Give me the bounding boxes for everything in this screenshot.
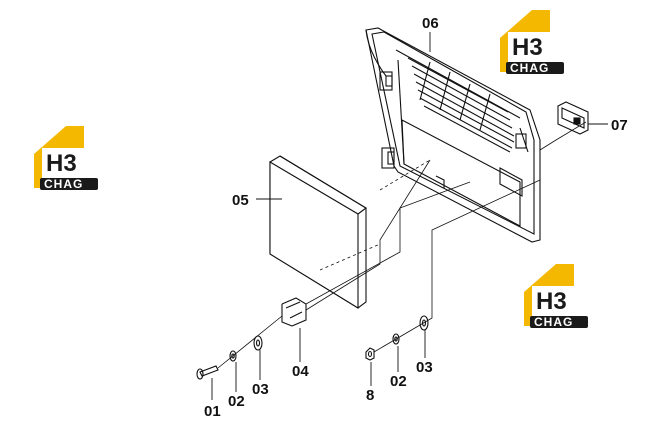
part-03-flat-washer-right [419,315,429,331]
assembly-lines [217,121,587,369]
label-02-right: 02 [390,373,407,390]
part-06-grille-panel [365,27,541,243]
part-labels: 06 07 05 04 01 02 03 8 02 03 [204,15,628,420]
label-8: 8 [366,387,374,404]
part-07-cover-plate [557,101,589,135]
label-03-right: 03 [416,359,433,376]
label-04: 04 [292,363,309,380]
label-06: 06 [422,15,439,32]
label-01: 01 [204,403,221,420]
svg-text:H3: H3 [46,150,77,177]
part-02-lock-washer-left [229,350,237,362]
brand-logo-top-right: H3 CHAG [500,10,564,75]
label-05: 05 [232,192,249,209]
brand-logo-bottom-right: H3 CHAG [524,264,588,329]
leader-lines [211,32,608,400]
svg-text:CHAG: CHAG [44,177,83,191]
part-05-insulation-block [269,155,367,309]
label-02-left: 02 [228,393,245,410]
part-04-clip [281,297,307,327]
part-8-nut [365,347,375,361]
part-02-lock-washer-right [392,333,400,345]
label-07: 07 [611,117,628,134]
svg-text:CHAG: CHAG [510,61,549,75]
svg-text:H3: H3 [536,288,567,315]
part-01-bolt [196,365,219,380]
label-03-left: 03 [252,381,269,398]
svg-text:H3: H3 [512,34,543,61]
brand-logo-left: H3 CHAG [34,126,98,191]
svg-text:CHAG: CHAG [534,315,573,329]
